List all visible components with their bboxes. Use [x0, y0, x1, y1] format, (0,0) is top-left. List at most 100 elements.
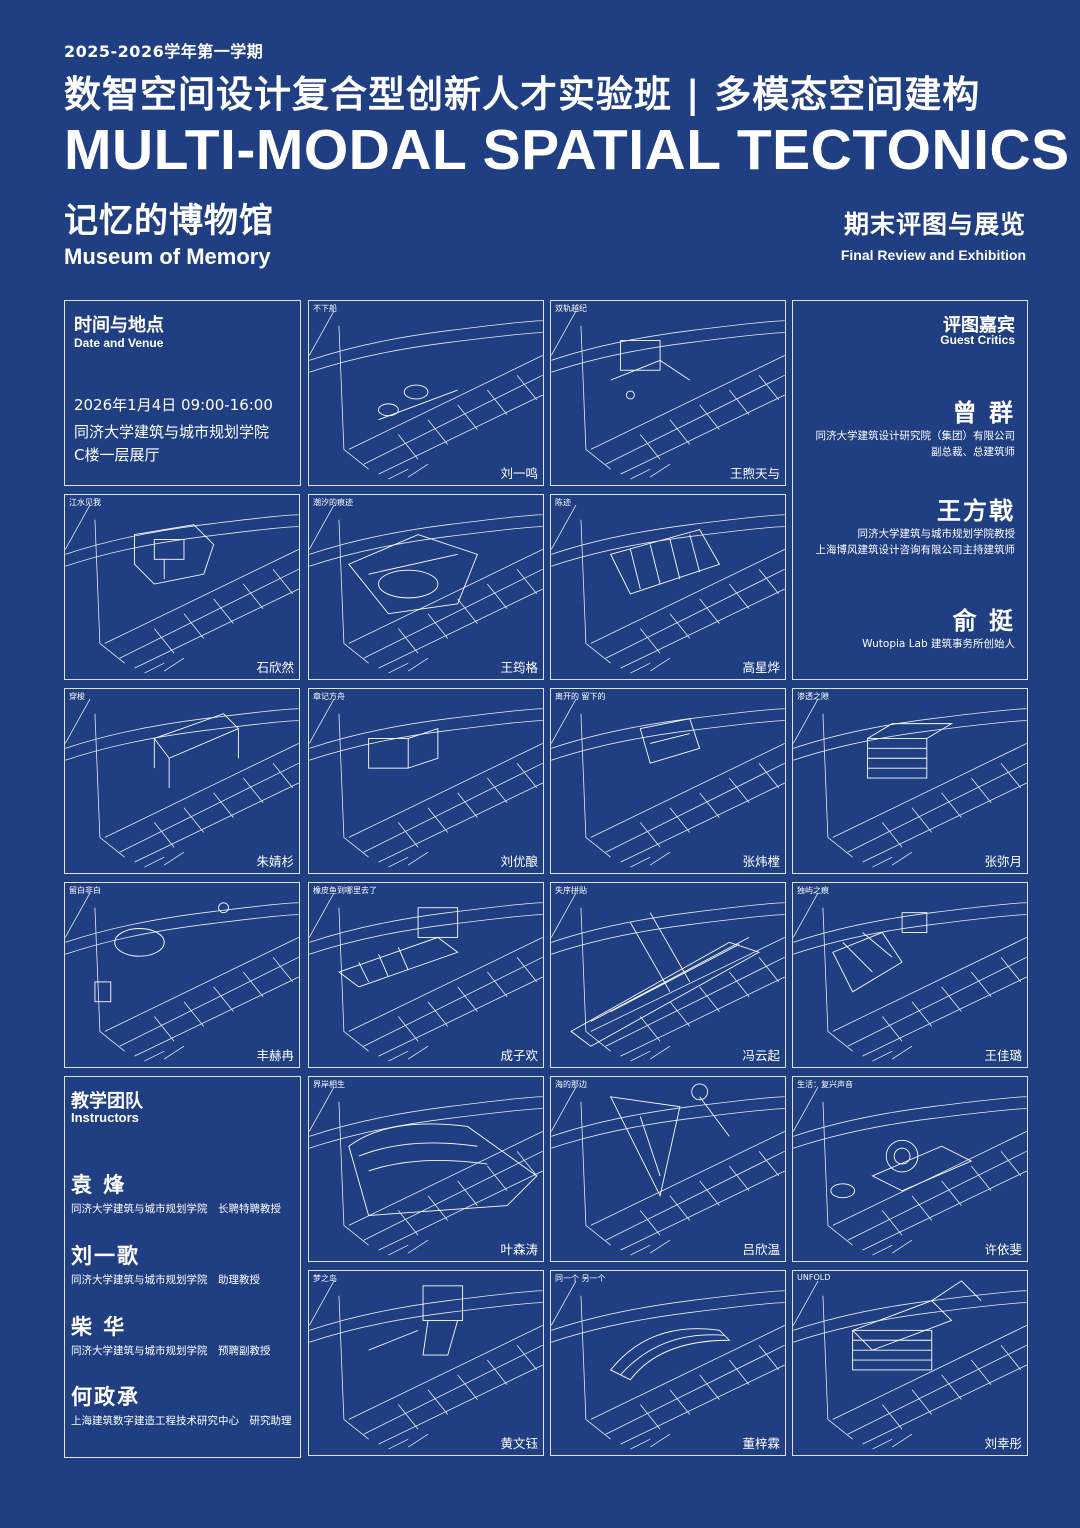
critic-affiliation: 同济大学建筑与城市规划学院教授	[857, 528, 1016, 540]
project-author: 叶森涛	[500, 1242, 538, 1257]
project-title: 双轨越纪	[555, 304, 587, 313]
instructor-affiliation: 同济大学建筑与城市规划学院 助理教授	[71, 1274, 260, 1286]
project-panel: 离开的 留下的张炜樘	[550, 688, 786, 874]
critic-affiliation: 副总裁、总建筑师	[931, 446, 1015, 458]
site-axonometric-drawing	[793, 698, 1027, 868]
project-title: 江水见我	[69, 498, 101, 507]
theme-title: 记忆的博物馆 Museum of Memory	[64, 193, 274, 270]
project-panel: 渗透之隙张弥月	[792, 688, 1028, 874]
guest-critics-panel: 评图嘉宾 Guest Critics 曾 群 同济大学建筑设计研究院（集团）有限…	[792, 300, 1028, 680]
project-title: 陈迹	[555, 498, 571, 507]
project-panel: 双轨越纪王煦天与	[550, 300, 786, 486]
project-author: 王佳璐	[984, 1048, 1022, 1063]
project-panel: 章记方舟刘优酿	[308, 688, 544, 874]
date-venue-panel: 时间与地点 Date and Venue 2026年1月4日 09:00-16:…	[64, 300, 301, 486]
event-title: 期末评图与展览 Final Review and Exhibition	[841, 205, 1026, 263]
instructor-name: 袁 烽	[71, 1173, 127, 1197]
project-panel: 独屿之痕王佳璐	[792, 882, 1028, 1068]
instructor-name: 柴 华	[71, 1315, 127, 1339]
project-author: 高星烨	[742, 660, 780, 675]
semester-label: 2025-2026学年第一学期	[64, 42, 264, 61]
date-venue-title-en: Date and Venue	[74, 336, 164, 350]
event-title-en: Final Review and Exhibition	[840, 247, 1026, 263]
instructor-entry: 袁 烽 同济大学建筑与城市规划学院 长聘特聘教授	[71, 1169, 281, 1216]
project-title: 同一个 另一个	[555, 1274, 606, 1283]
course-title-en: MULTI-MODAL SPATIAL TECTONICS	[64, 118, 1070, 182]
date-venue-title-cn: 时间与地点	[74, 315, 164, 336]
instructors-title-cn: 教学团队	[71, 1091, 143, 1112]
critic-affiliation: Wutopia Lab 建筑事务所创始人	[862, 638, 1015, 650]
site-axonometric-drawing	[65, 892, 299, 1062]
instructor-name: 何政承	[71, 1385, 140, 1409]
project-panel: 留白非白丰赫冉	[64, 882, 300, 1068]
site-axonometric-drawing	[551, 504, 785, 674]
project-author: 王筠格	[500, 660, 538, 675]
project-author: 刘幸彤	[984, 1436, 1022, 1451]
site-axonometric-drawing	[309, 310, 543, 480]
project-title: 留白非白	[69, 886, 101, 895]
project-author: 黄文钰	[500, 1436, 538, 1451]
project-panel: UNFOLD 刘幸彤	[792, 1270, 1028, 1456]
instructor-entry: 何政承 上海建筑数字建造工程技术研究中心 研究助理	[71, 1381, 292, 1428]
event-title-cn: 期末评图与展览	[843, 210, 1026, 239]
critic-entry: 王方戟 同济大学建筑与城市规划学院教授 上海博风建筑设计咨询有限公司主持建筑师	[816, 491, 1016, 558]
project-author: 石欣然	[256, 660, 294, 675]
project-panel: 穿梭朱婧杉	[64, 688, 300, 874]
theme-title-cn: 记忆的博物馆	[64, 201, 274, 241]
site-axonometric-drawing	[551, 1083, 785, 1256]
guest-critics-title-cn: 评图嘉宾	[943, 315, 1015, 336]
critic-entry: 俞 挺 Wutopia Lab 建筑事务所创始人	[862, 601, 1015, 652]
site-axonometric-drawing	[309, 504, 543, 674]
theme-title-en: Museum of Memory	[64, 244, 271, 269]
project-panel: 不下船刘一鸣	[308, 300, 544, 486]
site-axonometric-drawing	[309, 698, 543, 868]
project-panel: 失序拼贴冯云起	[550, 882, 786, 1068]
project-title: 橡皮鱼到哪里去了	[313, 886, 377, 895]
project-author: 董梓霖	[742, 1436, 780, 1451]
header: 2025-2026学年第一学期 数智空间设计复合型创新人才实验班 | 多模态空间…	[64, 38, 1070, 182]
project-author: 吕欣温	[742, 1242, 780, 1257]
site-axonometric-drawing	[551, 892, 785, 1062]
project-author: 王煦天与	[729, 466, 780, 481]
site-axonometric-drawing	[65, 504, 299, 674]
site-axonometric-drawing	[793, 1086, 1027, 1256]
project-author: 冯云起	[742, 1048, 780, 1063]
critic-name: 曾 群	[952, 399, 1015, 427]
site-axonometric-drawing	[309, 892, 543, 1062]
site-axonometric-drawing	[551, 1280, 785, 1450]
project-title: 渗透之隙	[797, 692, 829, 701]
project-title: UNFOLD	[797, 1273, 831, 1282]
instructor-affiliation: 上海建筑数字建造工程技术研究中心 研究助理	[71, 1415, 292, 1427]
site-axonometric-drawing	[309, 1086, 543, 1256]
project-author: 成子欢	[500, 1048, 538, 1063]
instructor-name: 刘一歌	[71, 1244, 140, 1268]
critic-affiliation: 同济大学建筑设计研究院（集团）有限公司	[815, 430, 1016, 442]
project-title: 章记方舟	[313, 692, 345, 701]
project-panel: 陈迹高星烨	[550, 494, 786, 680]
project-panel: 江水见我石欣然	[64, 494, 300, 680]
exhibition-grid: 时间与地点 Date and Venue 2026年1月4日 09:00-16:…	[64, 300, 1028, 1458]
venue-line-2: C楼一层展厅	[74, 446, 160, 464]
project-title: 不下船	[313, 304, 337, 313]
project-title: 离开的 留下的	[555, 692, 606, 701]
instructor-entry: 刘一歌 同济大学建筑与城市规划学院 助理教授	[71, 1240, 260, 1287]
project-author: 张炜樘	[742, 854, 780, 869]
project-panel: 生活：复兴声音许依斐	[792, 1076, 1028, 1262]
project-author: 许依斐	[984, 1242, 1022, 1257]
critic-name: 王方戟	[937, 497, 1015, 525]
project-title: 界岸相生	[313, 1080, 345, 1089]
instructors-panel: 教学团队 Instructors 袁 烽 同济大学建筑与城市规划学院 长聘特聘教…	[64, 1076, 301, 1458]
project-panel: 界岸相生叶森涛	[308, 1076, 544, 1262]
project-title: 海的那边	[555, 1080, 587, 1089]
instructor-entry: 柴 华 同济大学建筑与城市规划学院 预聘副教授	[71, 1311, 271, 1358]
instructor-affiliation: 同济大学建筑与城市规划学院 预聘副教授	[71, 1345, 271, 1357]
project-author: 刘优酿	[500, 854, 538, 869]
critic-affiliation: 上海博风建筑设计咨询有限公司主持建筑师	[815, 544, 1016, 556]
venue-line-1: 同济大学建筑与城市规划学院	[74, 423, 270, 441]
project-title: 穿梭	[69, 692, 85, 701]
site-axonometric-drawing	[793, 892, 1027, 1062]
instructor-affiliation: 同济大学建筑与城市规划学院 长聘特聘教授	[71, 1203, 281, 1215]
project-title: 失序拼贴	[555, 886, 587, 895]
guest-critics-title-en: Guest Critics	[940, 333, 1015, 347]
site-axonometric-drawing	[551, 698, 785, 868]
